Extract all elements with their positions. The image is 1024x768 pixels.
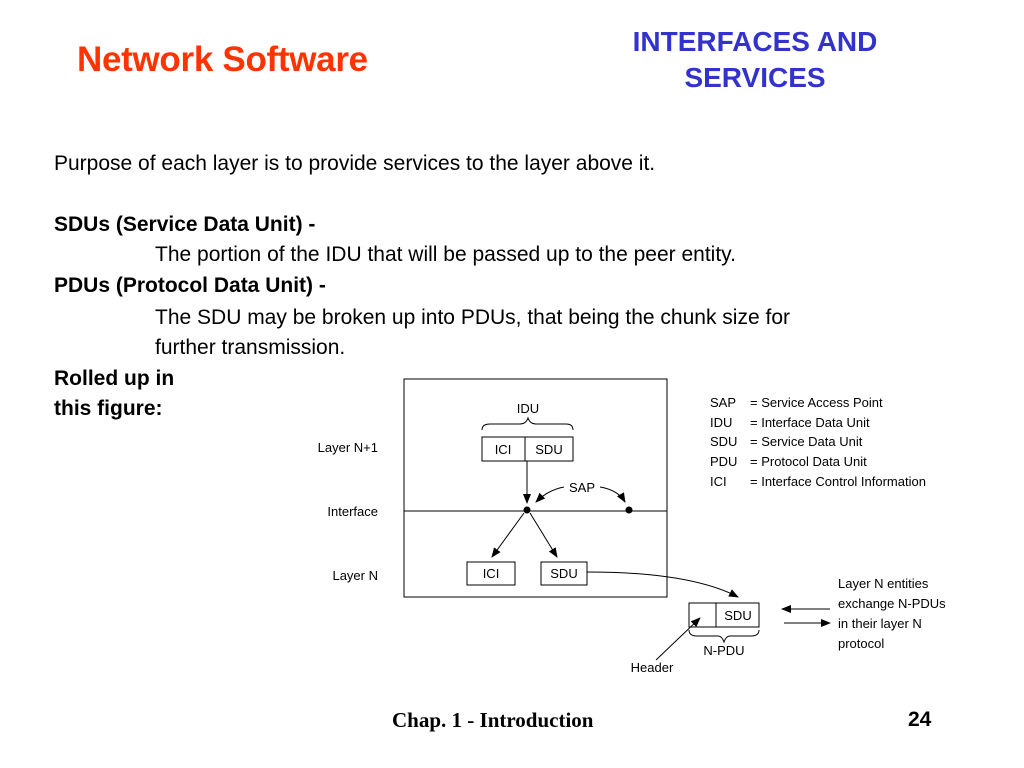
upper-sdu-label: SDU bbox=[535, 442, 562, 457]
legend-def-idu: = Interface Data Unit bbox=[750, 415, 870, 430]
legend-abbr-ici: ICI bbox=[710, 474, 727, 489]
legend-abbr-sap: SAP bbox=[710, 395, 736, 410]
npdu-label: N-PDU bbox=[703, 643, 744, 658]
legend-def-ici: = Interface Control Information bbox=[750, 474, 926, 489]
rolled-up-line-1: Rolled up in bbox=[54, 367, 175, 390]
slide-title: Network Software bbox=[77, 40, 368, 79]
pdu-definition-line-1: The SDU may be broken up into PDUs, that… bbox=[155, 306, 790, 329]
note-line-3: in their layer N bbox=[838, 616, 922, 631]
npdu-sdu-label: SDU bbox=[724, 608, 751, 623]
pdu-definition-line-2: further transmission. bbox=[155, 336, 346, 359]
sdu-definition: The portion of the IDU that will be pass… bbox=[155, 243, 736, 266]
legend-abbr-sdu: SDU bbox=[710, 434, 737, 449]
legend-abbr-pdu: PDU bbox=[710, 454, 737, 469]
section-title-line-2: SERVICES bbox=[684, 62, 826, 93]
npdu-brace bbox=[688, 629, 760, 644]
lower-sdu-box bbox=[540, 561, 588, 586]
rolled-up-line-2: this figure: bbox=[54, 397, 163, 420]
note-line-1: Layer N entities bbox=[838, 576, 929, 591]
layer-frame bbox=[403, 378, 668, 598]
lower-sdu-label: SDU bbox=[550, 566, 577, 581]
note-line-4: protocol bbox=[838, 636, 884, 651]
purpose-text: Purpose of each layer is to provide serv… bbox=[54, 152, 656, 175]
footer-page-number: 24 bbox=[908, 708, 932, 731]
label-layer-n-plus-1: Layer N+1 bbox=[318, 440, 378, 455]
legend-def-pdu: = Protocol Data Unit bbox=[750, 454, 867, 469]
sap-point-right bbox=[625, 506, 633, 514]
idu-label: IDU bbox=[517, 401, 539, 416]
sap-label: SAP bbox=[569, 480, 595, 495]
lower-ici-label: ICI bbox=[483, 566, 500, 581]
section-title-line-1: INTERFACES AND bbox=[632, 26, 878, 57]
sdu-term: SDUs (Service Data Unit) - bbox=[54, 213, 316, 236]
footer-chapter: Chap. 1 - Introduction bbox=[392, 708, 594, 732]
sap-point-left bbox=[523, 506, 531, 514]
label-interface: Interface bbox=[327, 504, 378, 519]
legend: SAP = Service Access Point IDU = Interfa… bbox=[710, 395, 926, 489]
upper-ici-label: ICI bbox=[495, 442, 512, 457]
legend-def-sap: = Service Access Point bbox=[750, 395, 883, 410]
section-title: INTERFACES AND SERVICES bbox=[590, 24, 920, 96]
pdu-term: PDUs (Protocol Data Unit) - bbox=[54, 274, 326, 297]
header-label: Header bbox=[631, 660, 674, 675]
legend-def-sdu: = Service Data Unit bbox=[750, 434, 863, 449]
label-layer-n: Layer N bbox=[332, 568, 378, 583]
note-line-2: exchange N-PDUs bbox=[838, 596, 946, 611]
lower-ici-box bbox=[466, 561, 516, 586]
idu-brace bbox=[481, 416, 574, 431]
legend-abbr-idu: IDU bbox=[710, 415, 732, 430]
